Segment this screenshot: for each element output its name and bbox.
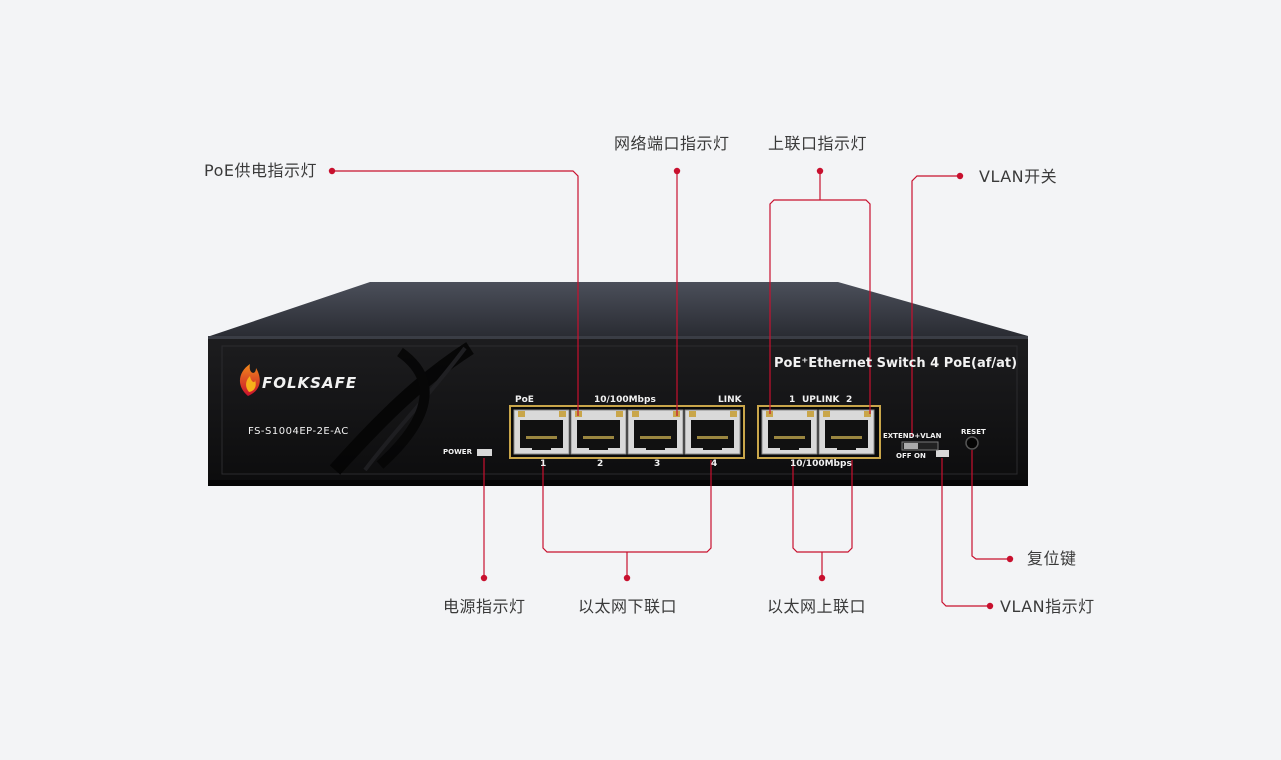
port-led-left	[823, 411, 830, 417]
poe-label: PoE	[515, 395, 534, 405]
uplink-port-number-2: 2	[846, 395, 853, 405]
power-label: POWER	[443, 448, 472, 456]
port-number-1: 1	[540, 459, 547, 469]
uplink-port-2[interactable]	[818, 409, 875, 455]
callout-reset-button: 复位键	[1027, 549, 1077, 568]
vlan-switch[interactable]	[901, 441, 939, 451]
downlink-port-4[interactable]	[684, 409, 741, 455]
port-number-3: 3	[654, 459, 661, 469]
decorative-swoosh	[329, 342, 474, 475]
uplink-port-number-1: 1	[789, 395, 796, 405]
port-number-2: 2	[597, 459, 604, 469]
reset-button[interactable]	[965, 436, 979, 450]
callout-uplink-indicator: 上联口指示灯	[768, 134, 868, 153]
callout-poe-indicator: PoE供电指示灯	[204, 161, 317, 180]
callout-ethernet-downlink: 以太网下联口	[578, 597, 678, 616]
switch-on-label: ON	[914, 452, 926, 460]
port-led-right	[559, 411, 566, 417]
callout-power-indicator: 电源指示灯	[443, 597, 526, 616]
switch-off-label: OFF	[896, 452, 912, 460]
port-led-right	[807, 411, 814, 417]
model-number: FS-S1004EP-2E-AC	[248, 426, 349, 437]
reset-label: RESET	[961, 428, 986, 436]
downlink-port-2[interactable]	[570, 409, 627, 455]
uplink-port-1[interactable]	[761, 409, 818, 455]
leader-dots	[328, 167, 1014, 610]
port-led-left	[632, 411, 639, 417]
leader-lines	[332, 170, 1010, 607]
callout-ethernet-uplink: 以太网上联口	[767, 597, 867, 616]
port-led-right	[616, 411, 623, 417]
downlink-port-1[interactable]	[513, 409, 570, 455]
port-led-left	[518, 411, 525, 417]
callout-vlan-indicator: VLAN指示灯	[1000, 597, 1095, 616]
brand-logo-text: FOLKSAFE	[262, 374, 358, 392]
product-title: PoE⁺Ethernet Switch 4 PoE(af/at)	[774, 356, 1018, 371]
port-led-left	[689, 411, 696, 417]
vlan-led	[936, 450, 949, 457]
downlink-port-3[interactable]	[627, 409, 684, 455]
device-top-face	[210, 282, 1028, 336]
port-led-right	[730, 411, 737, 417]
downlink-speed-label: 10/100Mbps	[594, 395, 656, 405]
uplink-label: UPLINK	[802, 395, 840, 405]
power-led	[477, 449, 492, 456]
port-led-right	[864, 411, 871, 417]
callout-network-port-indicator: 网络端口指示灯	[614, 134, 730, 153]
port-number-4: 4	[711, 459, 718, 469]
vlan-switch-label: EXTEND+VLAN	[883, 432, 942, 440]
uplink-speed-label: 10/100Mbps	[790, 459, 852, 469]
flame-logo-icon	[239, 364, 260, 396]
callout-vlan-switch: VLAN开关	[979, 167, 1058, 186]
link-label: LINK	[718, 395, 742, 405]
